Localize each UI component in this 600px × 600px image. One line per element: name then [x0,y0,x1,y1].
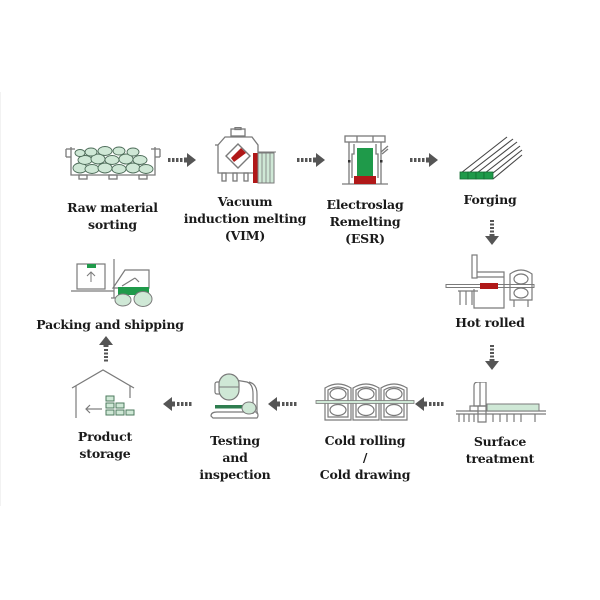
ore-bin-icon [64,146,161,180]
cold-rolling-stands-icon [315,383,415,421]
step-vim: Vacuum induction melting (VIM) [180,127,310,244]
step-esr: Electroslag Remelting (ESR) [310,134,420,247]
forklift-icon [71,259,153,307]
step-label: Raw material sorting [67,200,158,232]
vacuum-furnace-icon [215,127,276,184]
step-label: Product storage [77,429,133,461]
diagram-frame [0,92,600,506]
step-testing: Testing and inspection [180,370,290,483]
esr-furnace-icon [342,135,389,185]
arrow-left [163,396,193,415]
step-packing-shipping: Packing and shipping [25,258,195,333]
surface-treatment-machine-icon [456,382,546,423]
arrow-right [168,152,198,171]
inspection-microscope-icon [210,373,259,419]
warehouse-icon [71,369,135,418]
step-label: Hot rolled [455,315,525,330]
step-raw-material-sorting: Raw material sorting [45,135,180,233]
arrow-right [410,152,440,171]
forged-bars-icon [459,136,523,180]
step-hot-rolled: Hot rolled [440,253,540,331]
step-cold-rolling: Cold rolling / Cold drawing [310,380,420,483]
step-product-storage: Product storage [55,368,155,462]
arrow-right [297,152,327,171]
step-label: Vacuum induction melting (VIM) [183,194,307,243]
step-label: Electroslag Remelting (ESR) [326,197,404,246]
arrow-down [485,345,499,375]
step-label: Forging [463,192,517,207]
arrow-left [268,396,298,415]
step-label: Packing and shipping [36,317,184,332]
step-label: Cold rolling / Cold drawing [319,433,411,482]
step-surface-treatment: Surface treatment [445,382,555,467]
step-label: Testing and inspection [199,433,271,482]
arrow-up [99,336,113,366]
hot-rolling-mill-icon [445,254,535,309]
step-label: Surface treatment [465,434,535,466]
step-forging: Forging [440,135,540,208]
arrow-down [485,220,499,250]
arrow-left [415,396,445,415]
